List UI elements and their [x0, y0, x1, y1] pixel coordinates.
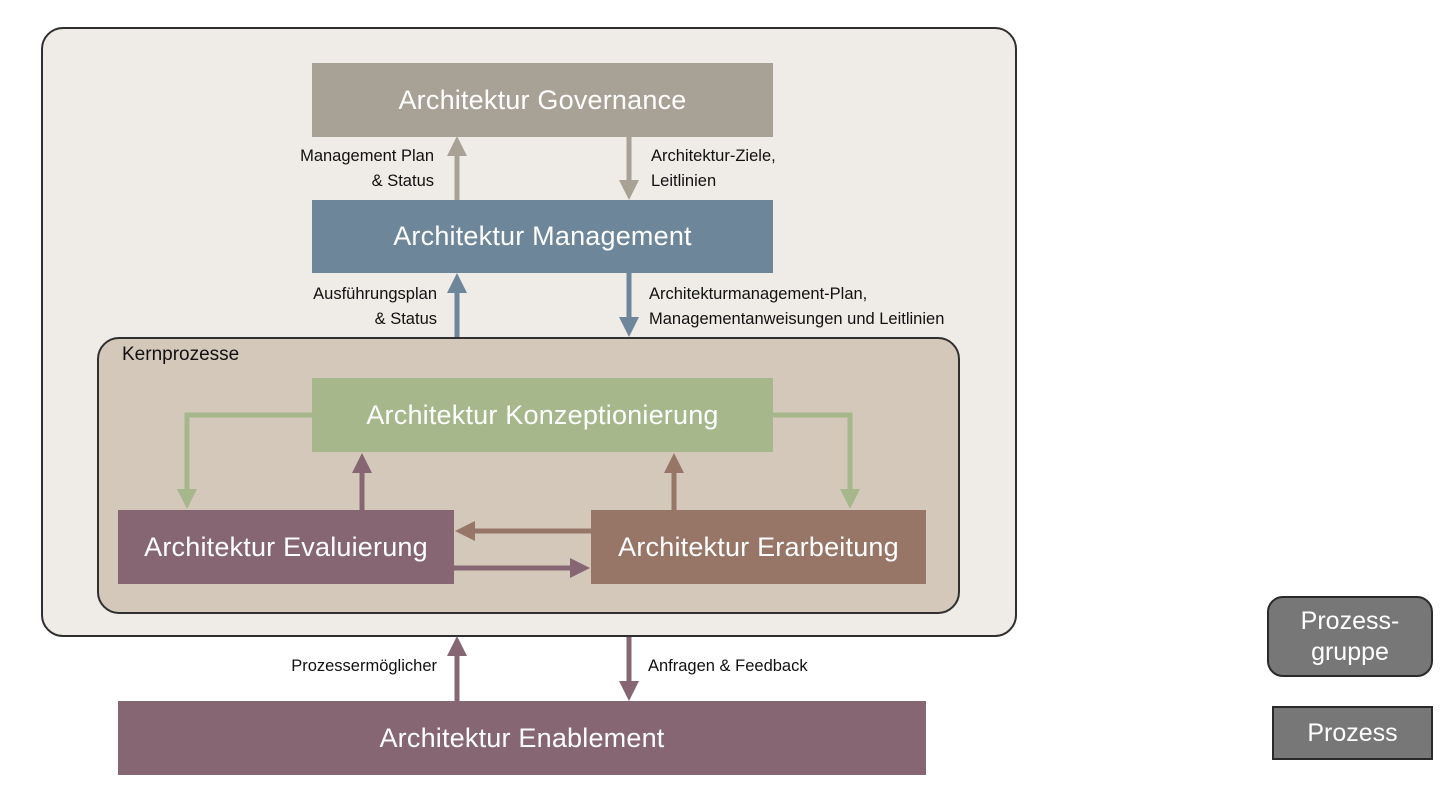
label-architektur-ziele-leitlinien: Architektur-Ziele, Leitlinien — [651, 147, 776, 190]
box-architektur-erarbeitung: Architektur Erarbeitung — [591, 510, 926, 584]
label-architekturmanagement-plan: Architekturmanagement-Plan, Managementan… — [649, 285, 945, 328]
arrow-konz-to-eval — [177, 412, 312, 509]
box-architektur-konzeptionierung: Architektur Konzeptionierung — [312, 378, 773, 452]
label-management-plan-status: Management Plan & Status — [300, 147, 434, 190]
box-architektur-enablement: Architektur Enablement — [118, 701, 926, 775]
legend-process: Prozess — [1272, 706, 1433, 760]
label-anfragen-feedback: Anfragen & Feedback — [648, 657, 808, 675]
legend-process-group: Prozess- gruppe — [1267, 596, 1433, 677]
legend-group-line2: gruppe — [1311, 637, 1389, 666]
legend-group-line1: Prozess- — [1300, 606, 1400, 635]
kernprozesse-label: Kernprozesse — [122, 344, 240, 365]
box-architektur-governance: Architektur Governance — [312, 63, 773, 137]
arrow-konz-to-erar — [773, 412, 860, 509]
box-architektur-management: Architektur Management — [312, 200, 773, 273]
box-architektur-evaluierung: Architektur Evaluierung — [118, 510, 454, 584]
label-ausfuehrungsplan-status: Ausführungsplan & Status — [313, 285, 437, 328]
label-prozessermoeglicher: Prozessermöglicher — [291, 657, 437, 675]
